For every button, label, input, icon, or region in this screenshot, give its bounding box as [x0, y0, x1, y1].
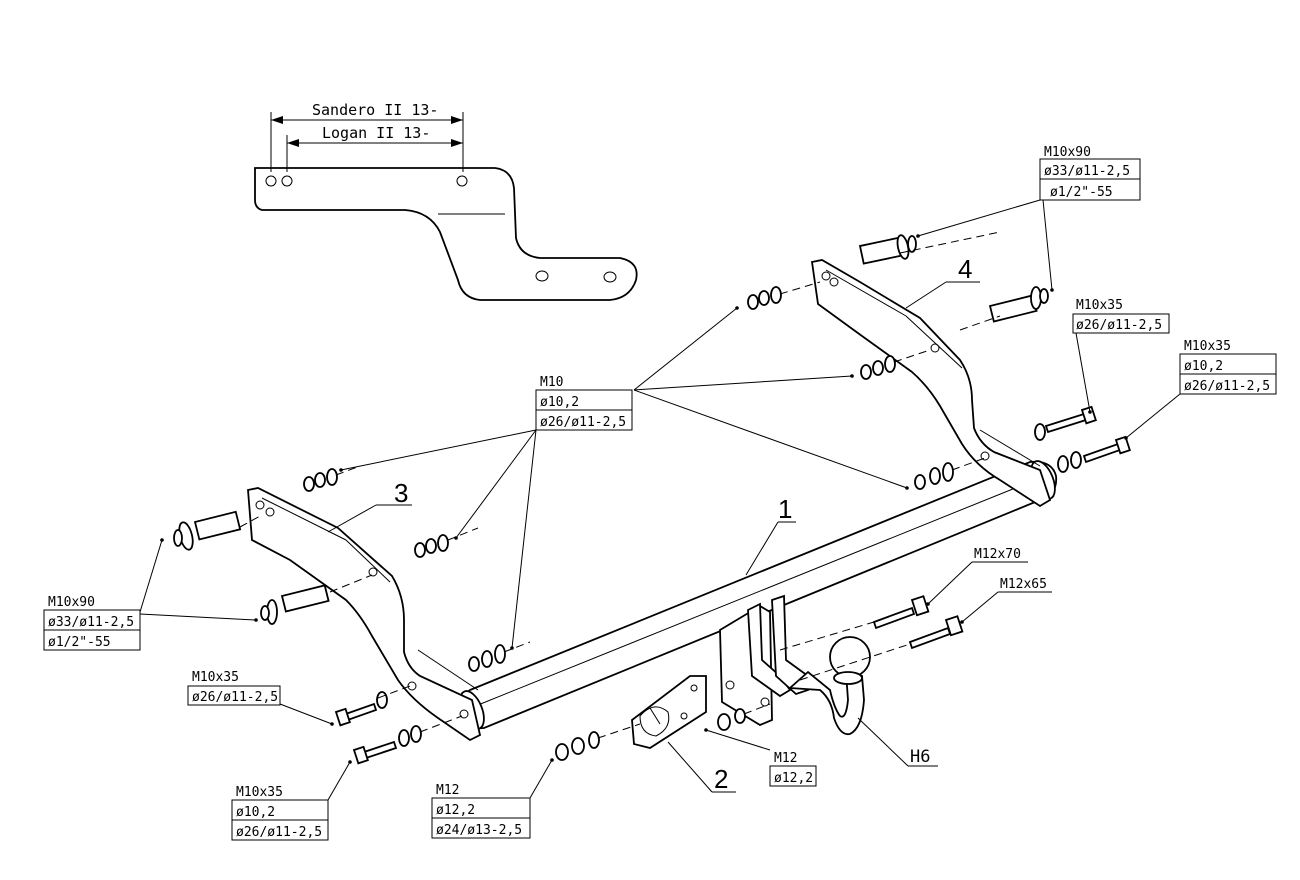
callout-text: ø26/ø11-2,5	[236, 825, 322, 840]
callout-text: ø12,2	[436, 803, 475, 818]
callout-m12-center: M12 ø12,2	[769, 751, 817, 787]
callout-text: ø1/2"-55	[1050, 185, 1113, 200]
callout-text: ø26/ø11-2,5	[1184, 379, 1270, 394]
dimension-sandero: Sandero II 13-	[312, 101, 438, 119]
callout-text: M10x35	[1076, 298, 1123, 313]
callout-text: ø24/ø13-2,5	[436, 823, 522, 838]
callout-m10x35-left-lower: M10x35 ø10,2 ø26/ø11-2,5	[231, 785, 329, 841]
fasteners	[173, 231, 1131, 765]
left-side-bracket	[247, 487, 482, 742]
callout-text: ø10,2	[540, 395, 579, 410]
callout-text: ø26/ø11-2,5	[540, 415, 626, 430]
part-number-1: 1	[778, 494, 792, 524]
leader-lines	[139, 199, 1181, 801]
callout-m12x65: M12x65	[998, 577, 1052, 593]
callout-m10x35-left-upper: M10x35 ø26/ø11-2,5	[187, 670, 281, 706]
callout-text: ø1/2"-55	[48, 635, 111, 650]
callout-text: ø26/ø11-2,5	[1076, 318, 1162, 333]
part-label-h6: H6	[910, 747, 930, 767]
dimension-logan: Logan II 13-	[322, 124, 430, 142]
callout-text: M10x35	[1184, 339, 1231, 354]
right-side-bracket	[810, 259, 1052, 508]
callout-text: M10x35	[236, 785, 283, 800]
callout-m10x35-right-lower: M10x35 ø10,2 ø26/ø11-2,5	[1179, 339, 1277, 395]
ball-mount-assembly	[719, 594, 871, 736]
callout-text: ø10,2	[236, 805, 275, 820]
callout-text: M12	[774, 751, 797, 766]
tow-ball	[829, 636, 871, 678]
callout-text: ø10,2	[1184, 359, 1223, 374]
callout-m12x70: M12x70	[972, 547, 1028, 563]
callout-m10x35-right-upper: M10x35 ø26/ø11-2,5	[1072, 298, 1170, 334]
part-number-3: 3	[394, 478, 408, 508]
callout-m10-center: M10 ø10,2 ø26/ø11-2,5	[535, 375, 633, 431]
callout-m12-bottom: M12 ø12,2 ø24/ø13-2,5	[431, 783, 531, 839]
callout-m10x90-right: M10x90 ø33/ø11-2,5 ø1/2"-55	[1039, 145, 1141, 201]
callout-text: M10x90	[1044, 145, 1091, 160]
socket-plate	[631, 675, 707, 749]
part-number-4: 4	[958, 254, 972, 284]
callout-text: ø33/ø11-2,5	[1044, 164, 1130, 179]
callout-text: M12x70	[974, 547, 1021, 562]
callout-text: ø26/ø11-2,5	[192, 690, 278, 705]
part-number-2: 2	[714, 764, 728, 794]
callout-m10x90-left: M10x90 ø33/ø11-2,5 ø1/2"-55	[43, 595, 141, 651]
callout-text: M12	[436, 783, 459, 798]
callout-text: M12x65	[1000, 577, 1047, 592]
callout-text: ø12,2	[774, 771, 813, 786]
callout-text: ø33/ø11-2,5	[48, 615, 134, 630]
callout-text: M10	[540, 375, 563, 390]
callout-text: M10x35	[192, 670, 239, 685]
inset-bracket-variant: Sandero II 13- Logan II 13-	[254, 101, 638, 301]
callout-text: M10x90	[48, 595, 95, 610]
